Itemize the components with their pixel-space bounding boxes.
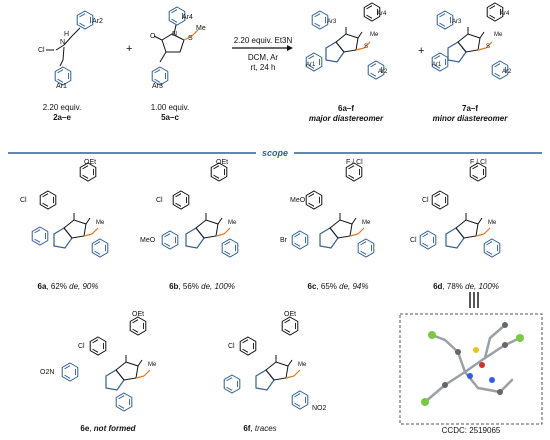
6e-caption: 6e, not formed xyxy=(80,424,136,433)
6e-top-substituent: OEt xyxy=(132,311,145,318)
6f-caption: 6f, traces xyxy=(243,424,277,433)
6c-ar1-substituent: Br xyxy=(280,237,287,244)
6a-me: Me xyxy=(96,220,105,226)
6b-left-substituent: Cl xyxy=(156,197,163,204)
6d-id: 6d xyxy=(433,282,443,291)
compound-6c-structure xyxy=(291,162,375,258)
condition-solvent: DCM, Ar xyxy=(247,53,279,62)
atom-me: Me xyxy=(196,25,206,32)
major-ar1: Ar1 xyxy=(306,62,316,68)
6c-yield: 65% xyxy=(320,282,337,291)
atom-ar1: Ar1 xyxy=(56,83,67,90)
major-ar2: Ar2 xyxy=(378,69,388,75)
major-s: S xyxy=(364,44,369,50)
6a-top-substituent: OEt xyxy=(84,159,97,166)
major-ar3: Ar3 xyxy=(327,19,337,25)
compound-6a-structure xyxy=(31,162,109,258)
6a-id: 6a xyxy=(37,282,47,291)
6d-yield: 78% xyxy=(446,282,463,291)
6d-me: Me xyxy=(488,220,497,226)
plus-sign: + xyxy=(126,43,133,55)
imidazolone-structure xyxy=(151,6,199,86)
plus-sign-products: + xyxy=(418,45,425,57)
6f-top-substituent: OEt xyxy=(284,311,297,318)
atom-hydrazone-n: N xyxy=(60,39,66,46)
equivalence-marker xyxy=(469,292,479,308)
hydrazonoyl-equiv: 2.20 equiv. xyxy=(42,103,82,112)
6e-id: 6e xyxy=(80,424,90,433)
6e-me: Me xyxy=(148,362,157,368)
imidazolone-label: 5a–c xyxy=(161,113,179,122)
6c-left-substituent: MeO xyxy=(290,197,306,204)
atom-ar3: Ar3 xyxy=(152,83,163,90)
6c-id: 6c xyxy=(307,282,317,291)
condition-reagent: 2.20 equiv. Et3N xyxy=(233,36,293,45)
scope-title: scope xyxy=(255,148,295,158)
compound-6b-structure xyxy=(161,162,239,258)
major-product-structure xyxy=(305,2,385,80)
atom-ar2: Ar2 xyxy=(92,18,103,25)
6b-id: 6b xyxy=(169,282,179,291)
major-ar4: Ar4 xyxy=(377,11,387,17)
atom-s: S xyxy=(188,35,193,42)
atom-cl: Cl xyxy=(38,47,45,54)
6e-left-substituent: Cl xyxy=(78,343,85,350)
6d-ar1-substituent: Cl xyxy=(410,237,417,244)
6f-status: traces xyxy=(254,424,277,433)
6e-status: not formed xyxy=(93,424,136,433)
atom-o: O xyxy=(150,33,156,40)
compound-6f-structure xyxy=(223,316,309,410)
6b-caption: 6b, 56% de, 100% xyxy=(169,282,235,291)
6c-caption: 6c, 65% de, 94% xyxy=(307,282,369,291)
major-me: Me xyxy=(370,32,379,38)
ccdc-label: CCDC: 2519065 xyxy=(441,426,501,435)
6f-id: 6f xyxy=(243,424,251,433)
6d-left-substituent: Cl xyxy=(422,197,429,204)
6e-ar1-substituent: O2N xyxy=(40,369,55,376)
major-product-label: 6a–f xyxy=(337,104,355,113)
6a-yield: 62% xyxy=(50,282,67,291)
hydrazonoyl-label: 2a–e xyxy=(53,113,71,122)
6d-de: de, 100% xyxy=(465,282,499,291)
crystal-structure-image xyxy=(421,322,524,406)
6b-yield: 56% xyxy=(182,282,199,291)
6f-left-substituent: Cl xyxy=(228,343,235,350)
6a-caption: 6a, 62% de, 90% xyxy=(37,282,99,291)
minor-product-structure xyxy=(431,2,509,80)
atom-n: N xyxy=(172,31,178,38)
6b-me: Me xyxy=(228,220,237,226)
minor-ar2: Ar2 xyxy=(502,69,512,75)
hydrazonoyl-structure xyxy=(46,10,94,86)
minor-product-label: 7a–f xyxy=(461,104,479,113)
atom-ar4: Ar4 xyxy=(182,14,193,21)
6a-de: de, 90% xyxy=(69,282,99,291)
crystal-box xyxy=(399,313,543,425)
compound-6e-structure xyxy=(61,316,151,412)
6d-top-substituent: F / Cl xyxy=(470,159,487,166)
minor-me: Me xyxy=(494,32,503,38)
6f-me: Me xyxy=(298,362,307,368)
6c-me: Me xyxy=(362,220,371,226)
6b-top-substituent: OEt xyxy=(216,159,229,166)
6b-de: de, 100% xyxy=(201,282,235,291)
minor-s: S xyxy=(486,44,491,50)
6b-ar1-substituent: MeO xyxy=(140,237,156,244)
6a-left-substituent: Cl xyxy=(20,197,27,204)
minor-ar4: Ar4 xyxy=(500,11,510,17)
minor-ar3: Ar3 xyxy=(452,19,462,25)
minor-product-desc: minor diastereomer xyxy=(432,114,508,123)
minor-ar1: Ar1 xyxy=(432,62,442,68)
imidazolone-equiv: 1.00 equiv. xyxy=(150,103,190,112)
6d-caption: 6d, 78% de, 100% xyxy=(433,282,499,291)
atom-nh: H xyxy=(64,31,70,38)
condition-time: rt, 24 h xyxy=(250,63,276,72)
major-product-desc: major diastereomer xyxy=(308,114,384,123)
6c-de: de, 94% xyxy=(339,282,369,291)
compound-6d-structure xyxy=(419,162,501,258)
6c-top-substituent: F / Cl xyxy=(346,159,363,166)
6f-ar2-substituent: NO2 xyxy=(312,405,327,412)
